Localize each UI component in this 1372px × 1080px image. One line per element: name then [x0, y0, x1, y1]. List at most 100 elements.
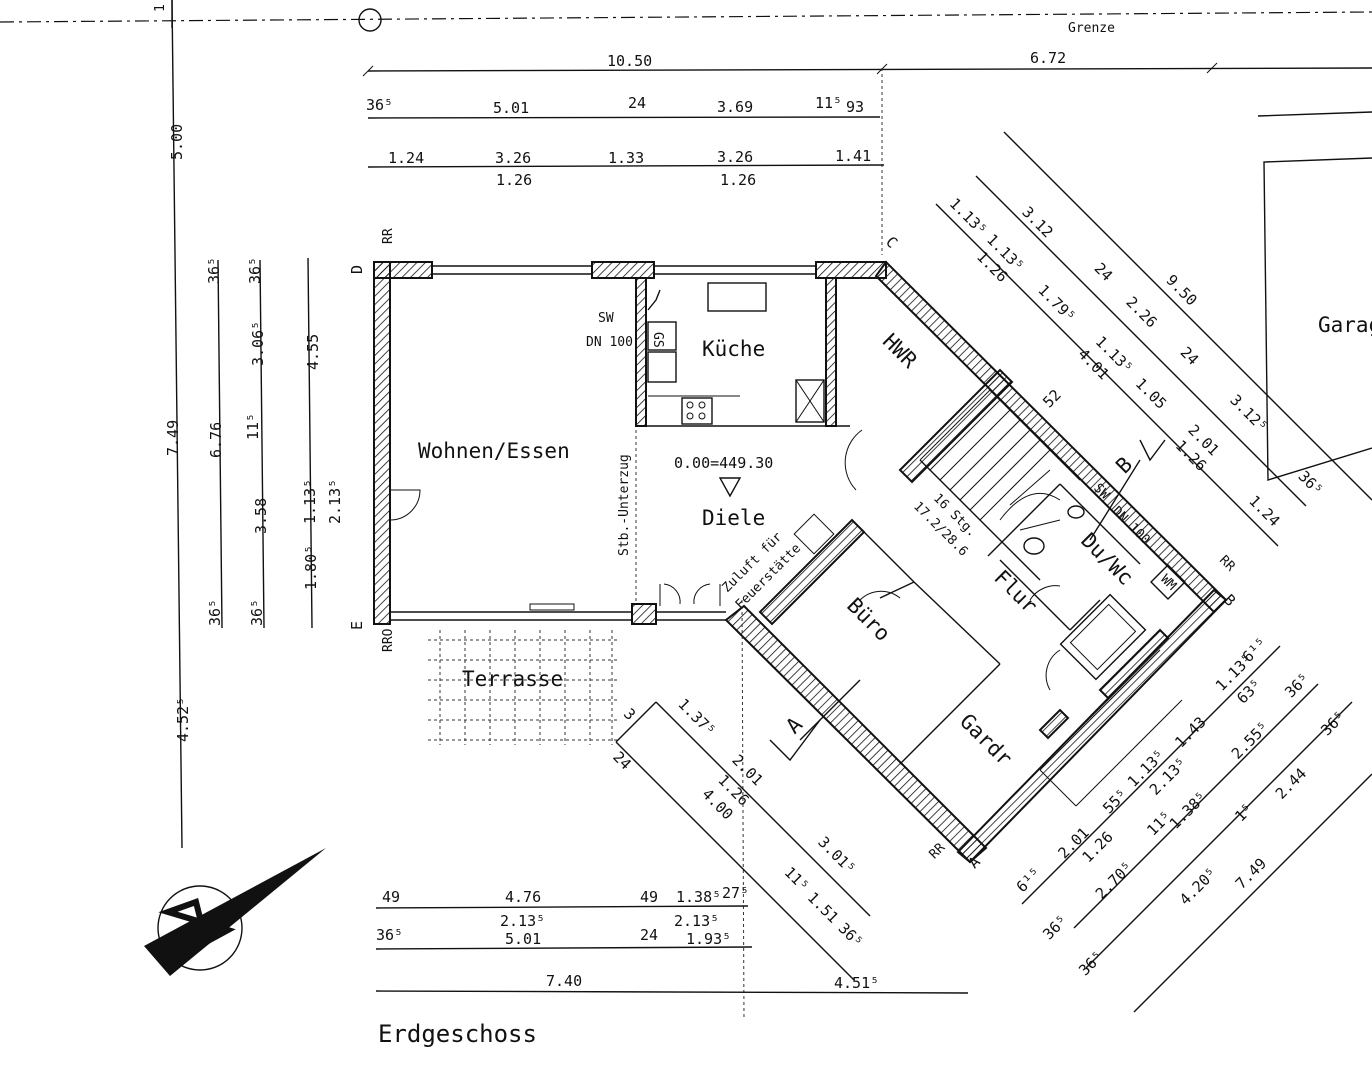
doors — [389, 429, 1061, 691]
bath-fixtures — [793, 505, 1186, 681]
svg-text:2.13⁵: 2.13⁵ — [326, 479, 344, 524]
garage: Garag — [1263, 157, 1372, 481]
room-labels: Wohnen/Essen Küche HWR Diele Büro Flur D… — [418, 329, 1138, 771]
room-wohnen: Wohnen/Essen — [418, 439, 570, 463]
svg-text:3.26: 3.26 — [495, 149, 531, 167]
svg-text:RR: RR — [381, 228, 396, 244]
svg-text:36⁵: 36⁵ — [376, 926, 403, 944]
svg-text:24: 24 — [628, 94, 646, 112]
svg-text:9.50: 9.50 — [1162, 271, 1200, 309]
svg-text:A: A — [781, 712, 807, 738]
room-hwr: HWR — [878, 329, 922, 373]
svg-text:GS: GS — [650, 332, 665, 348]
svg-text:24: 24 — [1091, 259, 1117, 285]
svg-text:24: 24 — [1177, 343, 1203, 369]
svg-text:1.93⁵: 1.93⁵ — [686, 930, 731, 948]
svg-text:5.01: 5.01 — [493, 99, 529, 117]
svg-text:3.01⁵: 3.01⁵ — [814, 833, 859, 878]
svg-text:1.41: 1.41 — [835, 147, 871, 165]
svg-text:27⁵: 27⁵ — [722, 884, 749, 902]
svg-text:93: 93 — [846, 98, 864, 116]
svg-text:Stb.-Unterzug: Stb.-Unterzug — [617, 454, 632, 556]
svg-text:36⁵: 36⁵ — [1039, 911, 1071, 943]
kitchen-fixtures — [647, 282, 825, 425]
svg-text:7.40: 7.40 — [546, 972, 582, 990]
svg-text:1.13⁵: 1.13⁵ — [301, 479, 319, 524]
svg-text:1.79⁵: 1.79⁵ — [1034, 281, 1079, 326]
svg-text:6.76: 6.76 — [207, 422, 225, 458]
svg-text:7.49: 7.49 — [1232, 854, 1270, 892]
svg-text:3.12: 3.12 — [1018, 203, 1056, 241]
svg-text:11⁵: 11⁵ — [815, 94, 842, 112]
svg-text:E: E — [348, 621, 366, 630]
svg-text:5.00: 5.00 — [168, 124, 186, 160]
svg-text:11⁵: 11⁵ — [781, 863, 813, 895]
svg-text:B: B — [1111, 452, 1137, 478]
svg-text:B: B — [1220, 591, 1239, 610]
svg-text:2.55⁵: 2.55⁵ — [1228, 718, 1273, 763]
svg-text:1.43: 1.43 — [1171, 713, 1209, 751]
svg-text:36⁵: 36⁵ — [246, 257, 264, 284]
room-terrasse: Terrasse — [462, 667, 563, 691]
page-title: Erdgeschoss — [378, 1020, 537, 1048]
svg-text:4.52⁵: 4.52⁵ — [174, 697, 192, 742]
property-boundary: Grenze 1 — [0, 0, 1372, 36]
svg-text:4.76: 4.76 — [505, 888, 541, 906]
svg-text:36⁵: 36⁵ — [206, 599, 224, 626]
svg-text:2.70⁵: 2.70⁵ — [1092, 858, 1137, 903]
svg-text:4.55: 4.55 — [304, 334, 322, 370]
svg-text:1.38⁵: 1.38⁵ — [676, 888, 721, 906]
svg-text:1.24: 1.24 — [1245, 492, 1283, 530]
room-diele: Diele — [702, 506, 765, 530]
terrace-grid — [428, 630, 620, 745]
svg-text:1.24: 1.24 — [388, 149, 424, 167]
svg-text:DN 100: DN 100 — [586, 335, 633, 350]
svg-text:36⁵: 36⁵ — [205, 257, 223, 284]
svg-text:1.26: 1.26 — [720, 171, 756, 189]
svg-text:3.26: 3.26 — [717, 148, 753, 166]
svg-text:1.33: 1.33 — [608, 149, 644, 167]
svg-text:2.13⁵: 2.13⁵ — [674, 912, 719, 930]
room-buero: Büro — [842, 593, 895, 646]
svg-text:1.38⁵: 1.38⁵ — [1166, 788, 1211, 833]
column-line — [741, 599, 745, 1021]
room-kueche: Küche — [702, 337, 765, 361]
svg-text:6¹⁵: 6¹⁵ — [1013, 864, 1045, 896]
svg-text:1.51: 1.51 — [804, 888, 842, 926]
svg-text:3.58: 3.58 — [252, 498, 270, 534]
svg-text:24: 24 — [640, 926, 658, 944]
left-dimensions: 5.00 7.49 4.52⁵ 36⁵ 6.76 36⁵ 36⁵ 3.06⁵ 1… — [164, 0, 344, 849]
bottom-dimensions: 49 4.76 49 1.38⁵ 27⁵ 2.13⁵ 2.13⁵ 36⁵ 5.0… — [375, 884, 969, 994]
svg-text:11⁵: 11⁵ — [244, 413, 262, 440]
svg-text:SW: SW — [598, 311, 614, 326]
svg-text:C: C — [882, 233, 901, 252]
level-marker — [718, 477, 742, 498]
svg-text:1.13⁵: 1.13⁵ — [946, 194, 991, 239]
boundary-label: Grenze — [1068, 21, 1115, 36]
se-dimensions: 6¹⁵ 2.01 1.26 55⁵ 1.13⁵ 2.13⁵ 1.43 1.13⁵… — [1013, 634, 1372, 1013]
svg-text:36⁵: 36⁵ — [1295, 467, 1327, 499]
svg-text:36⁵: 36⁵ — [248, 599, 266, 626]
svg-text:RRO: RRO — [381, 628, 396, 652]
svg-text:55⁵: 55⁵ — [1099, 785, 1131, 817]
svg-text:5.01: 5.01 — [505, 930, 541, 948]
svg-text:2.44: 2.44 — [1272, 764, 1310, 802]
svg-text:36⁵: 36⁵ — [1317, 707, 1349, 739]
svg-text:3.06⁵: 3.06⁵ — [249, 321, 267, 366]
garage-label: Garag — [1318, 313, 1372, 337]
svg-text:2.13⁵: 2.13⁵ — [500, 912, 545, 930]
stairs — [919, 389, 1081, 581]
level-label: 0.00=449.30 — [674, 454, 773, 472]
svg-text:36⁵: 36⁵ — [835, 919, 867, 951]
svg-text:49: 49 — [640, 888, 658, 906]
svg-text:49: 49 — [382, 888, 400, 906]
svg-text:RR: RR — [1216, 553, 1238, 575]
ne-dimensions: 1.13⁵ 1.13⁵ 1.26 1.79⁵ 1.13⁵ 4.01 1.05 1… — [935, 131, 1372, 547]
svg-text:3.12⁵: 3.12⁵ — [1226, 391, 1271, 436]
svg-text:52: 52 — [1039, 386, 1065, 412]
svg-text:24: 24 — [609, 748, 635, 774]
svg-text:10.50: 10.50 — [607, 52, 652, 70]
svg-text:1.37⁵: 1.37⁵ — [674, 695, 719, 740]
room-duwc: Du/Wc — [1076, 528, 1138, 590]
